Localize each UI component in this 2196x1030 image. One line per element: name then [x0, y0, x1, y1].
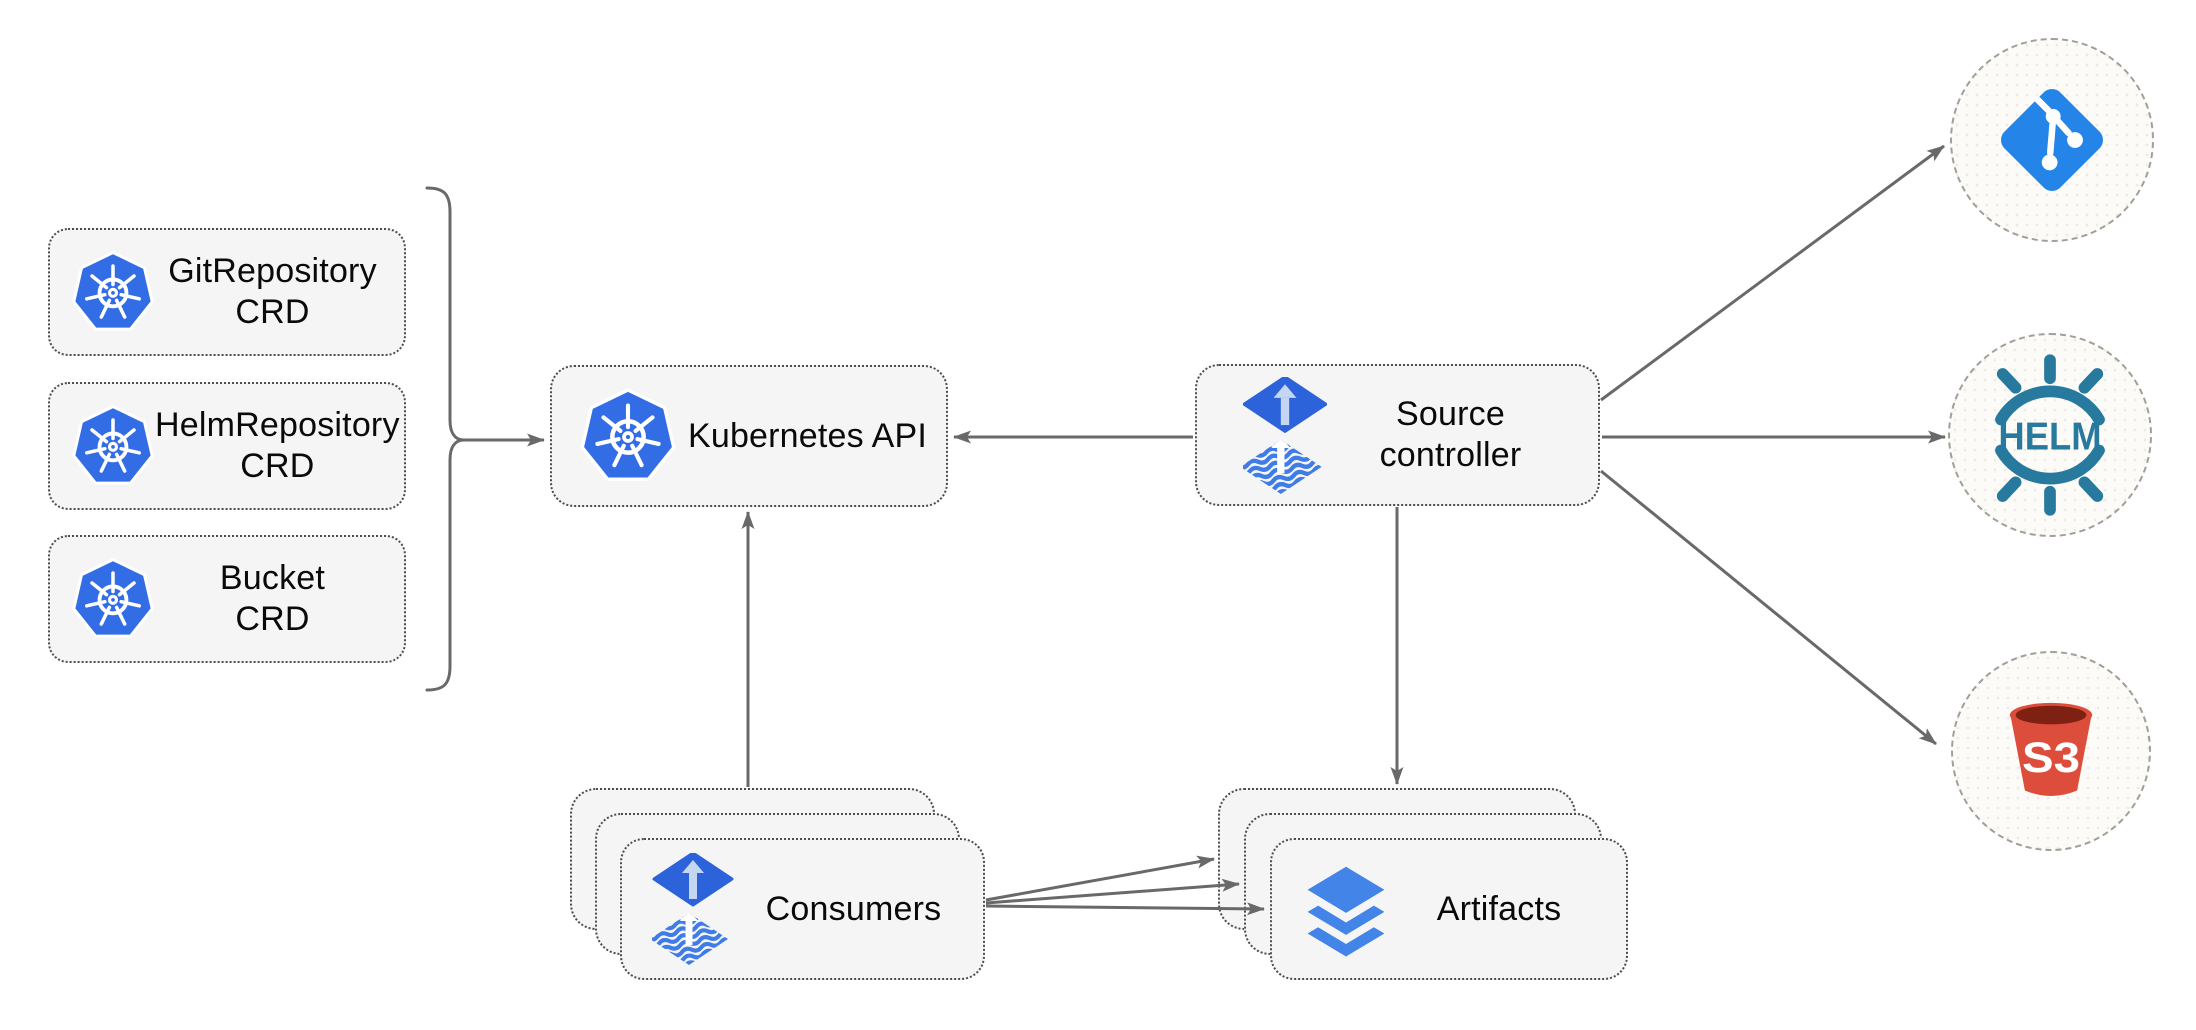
helmrepository-crd-label: HelmRepository CRD [155, 406, 400, 485]
bucket-crd-label: Bucket CRD [219, 559, 326, 638]
kubernetes-icon [71, 404, 155, 488]
edge-source-to-s3 [1600, 469, 1937, 746]
s3-wordmark: S3 [2022, 734, 2080, 782]
layers-icon [1296, 861, 1396, 957]
git-icon [2000, 88, 2104, 192]
artifacts-label: Artifacts [1436, 889, 1562, 928]
git-source-circle [1950, 38, 2154, 242]
helm-wordmark: HELM [1998, 416, 2101, 459]
edge-source-to-git [1600, 144, 1945, 402]
s3-source-circle: S3 [1951, 651, 2151, 851]
gitrepository-crd-label: GitRepository CRD [168, 252, 377, 331]
gitrepository-crd-node: GitRepository CRD [48, 228, 406, 356]
consumers-label: Consumers [765, 889, 942, 928]
helm-source-circle: HELM [1948, 333, 2152, 537]
edge-consumers-to-artifacts-2 [985, 878, 1240, 905]
source-controller-node: Source controller [1195, 364, 1600, 506]
kubernetes-api-label: Kubernetes API [687, 416, 928, 455]
s3-bucket-icon: S3 [2009, 702, 2093, 796]
flux-source-icon [1243, 377, 1327, 494]
bucket-crd-node: Bucket CRD [48, 535, 406, 663]
crd-group-bracket [425, 186, 465, 692]
kubernetes-icon [71, 557, 155, 641]
source-controller-label: Source controller [1379, 395, 1522, 474]
kubernetes-icon [71, 250, 155, 334]
kubernetes-api-node: Kubernetes API [550, 365, 948, 507]
edge-consumers-to-artifacts-1 [985, 855, 1215, 902]
artifacts-node: Artifacts [1270, 838, 1628, 980]
flux-source-icon [652, 853, 734, 965]
consumers-node: Consumers [620, 838, 985, 980]
kubernetes-icon [579, 387, 677, 485]
helmrepository-crd-node: HelmRepository CRD [48, 382, 406, 510]
helm-icon: HELM [1995, 354, 2105, 516]
